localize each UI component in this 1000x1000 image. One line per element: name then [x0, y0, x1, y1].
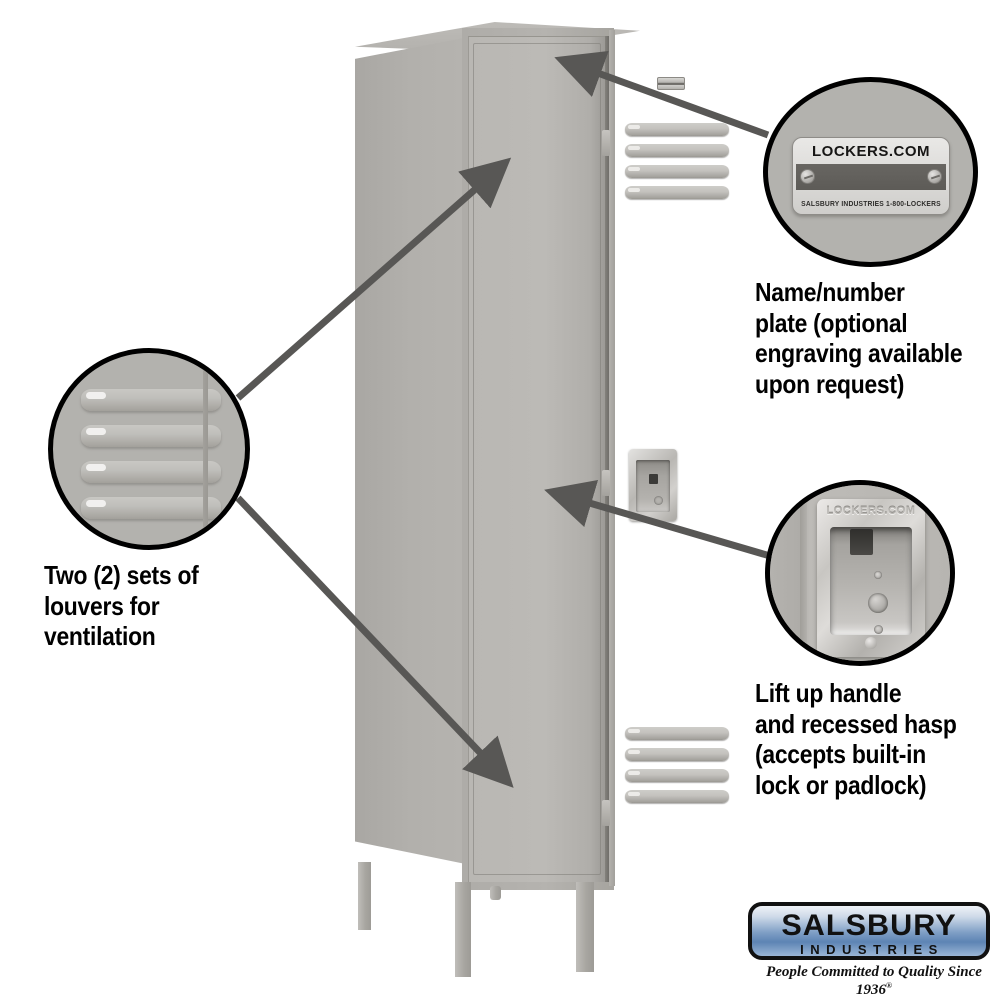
name-plate-graphic: LOCKERS.COM SALSBURY INDUSTRIES 1-800-LO… — [792, 137, 950, 215]
louver-slat — [625, 748, 729, 761]
callout-door-seam — [203, 353, 208, 545]
louver-slat — [625, 123, 729, 136]
door-louver-set-upper — [625, 123, 729, 207]
arrow-louvers-lower — [235, 495, 514, 788]
handle-rivet-bottom — [874, 625, 883, 634]
logo-brand-subtitle: INDUSTRIES — [800, 942, 944, 957]
arrow-name-plate — [554, 50, 770, 139]
callout-louver-slat — [81, 389, 221, 411]
handle-bottom-screw — [865, 637, 877, 649]
locker-leg-rear-left — [358, 862, 371, 930]
logo-tagline: People Committed to Quality Since 1936® — [752, 964, 996, 999]
locker-leg-front-right — [576, 882, 594, 972]
callout-handle-door-seam — [800, 485, 807, 661]
handle-embossed-text: LOCKERS.COM — [826, 505, 916, 517]
door-louver-set-lower — [625, 727, 729, 811]
callout-circle-name-plate: LOCKERS.COM SALSBURY INDUSTRIES 1-800-LO… — [763, 77, 978, 267]
locker-leg-front-left — [455, 882, 471, 977]
louver-slat — [625, 727, 729, 740]
logo-pill: SALSBURY INDUSTRIES — [748, 902, 990, 960]
logo-tagline-text: People Committed to Quality Since 1936 — [766, 964, 982, 998]
name-plate-screw-left — [800, 169, 815, 184]
locker-right-edge — [609, 30, 615, 886]
callout-louver-group — [81, 389, 221, 533]
name-plate-bottom-text: SALSBURY INDUSTRIES 1-800-LOCKERS — [801, 201, 941, 208]
door-hinge — [602, 130, 610, 156]
door-name-plate — [657, 77, 685, 90]
handle-hasp — [850, 529, 873, 555]
louver-slat — [625, 144, 729, 157]
door-lift-handle — [629, 449, 677, 521]
arrow-handle — [544, 479, 771, 560]
name-plate-top-text: LOCKERS.COM — [812, 143, 930, 160]
louver-slat — [625, 186, 729, 199]
arrow-louvers-upper — [235, 157, 512, 401]
locker-foot-bolt — [490, 886, 501, 900]
handle-rivet-top — [874, 571, 882, 579]
callout-circle-louvers — [48, 348, 250, 550]
salsbury-logo: SALSBURY INDUSTRIES People Committed to … — [748, 902, 998, 998]
louver-slat — [625, 769, 729, 782]
callout-louver-slat — [81, 497, 221, 519]
handle-lock-hole — [868, 593, 888, 613]
handle-lock-hole — [654, 496, 663, 505]
handle-hasp-tab — [649, 474, 658, 484]
caption-louvers: Two (2) sets of louvers for ventilation — [44, 560, 199, 652]
name-plate-engraving-band — [796, 164, 946, 190]
handle-recess — [636, 460, 670, 512]
callout-louver-slat — [81, 425, 221, 447]
door-hinge — [602, 470, 610, 496]
caption-name-plate: Name/number plate (optional engraving av… — [755, 277, 963, 400]
logo-registered-mark: ® — [886, 981, 892, 990]
name-plate-screw-right — [927, 169, 942, 184]
door-hinge — [602, 800, 610, 826]
caption-handle: Lift up handle and recessed hasp (accept… — [755, 678, 957, 801]
locker-door-bevel — [473, 43, 601, 875]
callout-circle-handle: LOCKERS.COM — [765, 480, 955, 666]
callout-louver-slat — [81, 461, 221, 483]
handle-graphic: LOCKERS.COM — [817, 499, 925, 657]
louver-slat — [625, 165, 729, 178]
logo-brand-name: SALSBURY — [781, 909, 957, 942]
door-hinge-gap — [605, 36, 609, 882]
louver-slat — [625, 790, 729, 803]
